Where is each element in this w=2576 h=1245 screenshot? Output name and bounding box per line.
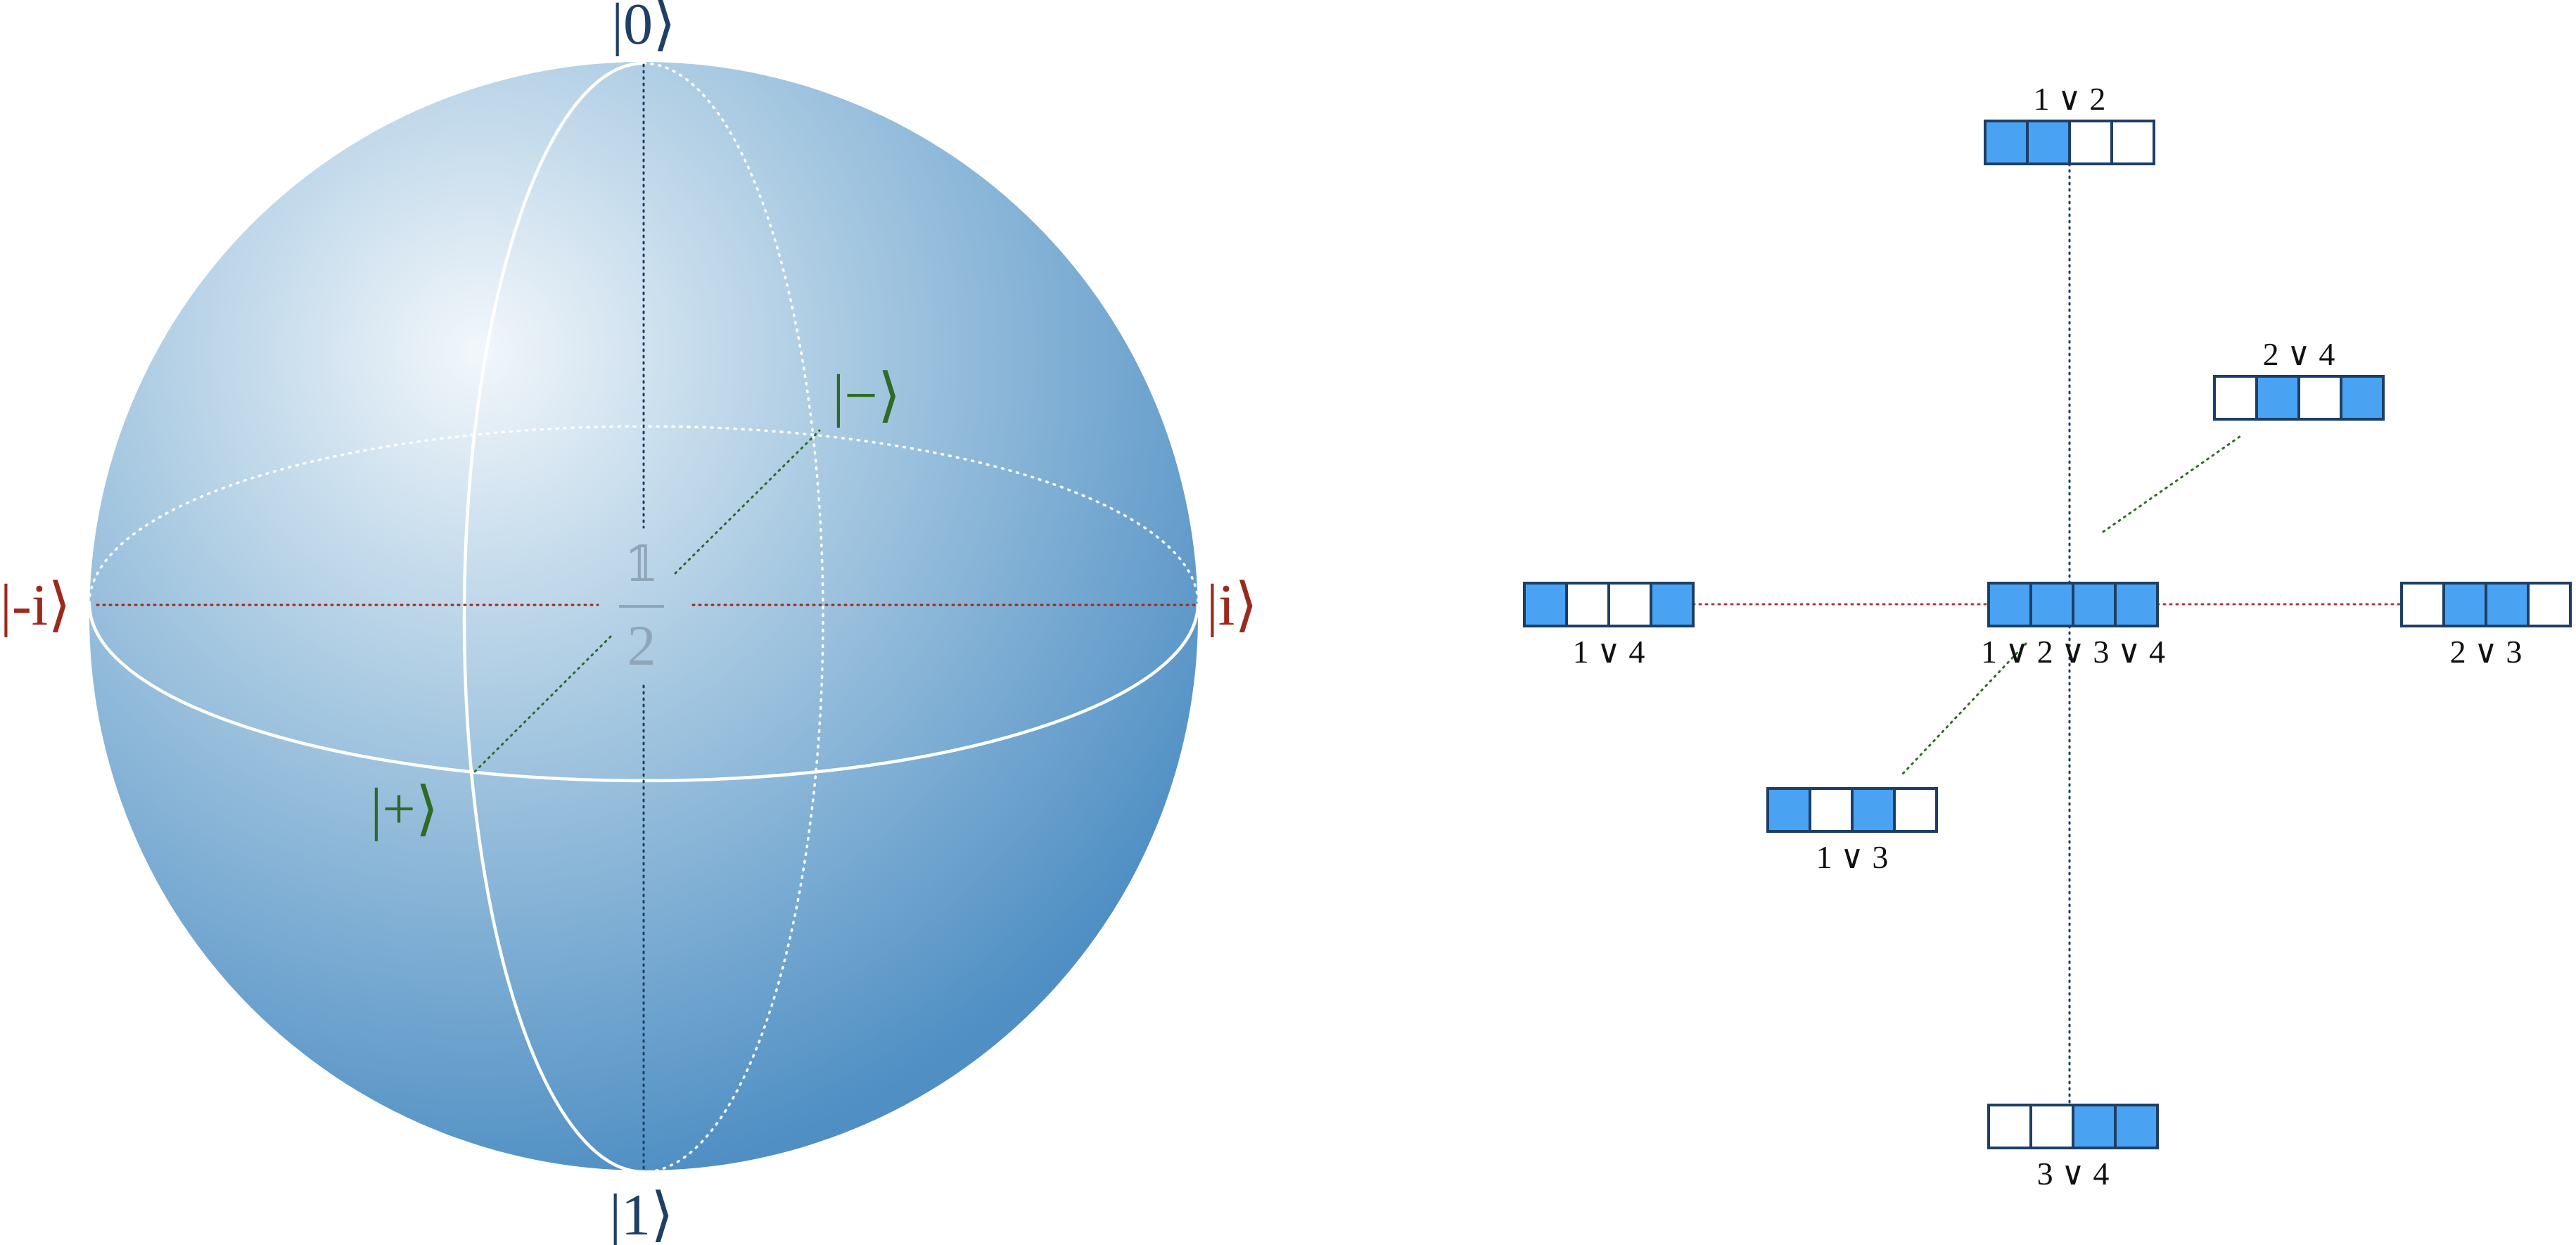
- lattice-node-label: 1 ∨ 2: [2034, 81, 2106, 117]
- meridian-front: [462, 61, 644, 1174]
- lattice-node-left: 1 ∨ 4: [1523, 582, 1695, 670]
- lattice-cell-empty: [2068, 120, 2113, 165]
- center-numerator: 𝟙: [625, 538, 659, 592]
- lattice-cell-filled: [2114, 1104, 2159, 1149]
- lattice-cell-filled: [2072, 1104, 2117, 1149]
- lattice-cell-empty: [1565, 582, 1610, 627]
- center-denominator: 2: [627, 613, 656, 677]
- lattice-cell-empty: [2213, 375, 2258, 421]
- connector-diagonal-front: [1901, 642, 2027, 775]
- lattice-cell-empty: [1607, 582, 1652, 627]
- x-axis-front: [471, 635, 612, 775]
- sphere-body: [89, 62, 1198, 1170]
- lattice-node-bottom: 3 ∨ 4: [1987, 1104, 2159, 1192]
- lattice-cell-filled: [2485, 582, 2530, 627]
- label-ket-1: |1⟩: [609, 1182, 674, 1245]
- subset-lattice: 1 ∨ 2 ∨ 3 ∨ 4 1 ∨ 2 3 ∨ 4 1 ∨ 4 2 ∨ 3 2 ∨ 4 1 …: [1523, 81, 2572, 1192]
- lattice-node-label: 1 ∨ 3: [1816, 839, 1889, 875]
- lattice-cell-filled: [2072, 582, 2117, 627]
- lattice-cell-filled: [2442, 582, 2487, 627]
- center-fraction: 𝟙 2: [619, 538, 664, 677]
- connector-diagonal-back: [2102, 433, 2244, 533]
- lattice-cell-filled: [1523, 582, 1568, 627]
- lattice-node-back: 2 ∨ 4: [2213, 336, 2385, 421]
- lattice-node-front: 1 ∨ 3: [1766, 787, 1938, 875]
- lattice-cell-filled: [2255, 375, 2300, 421]
- lattice-cell-empty: [1893, 787, 1938, 833]
- lattice-node-label: 1 ∨ 2 ∨ 3 ∨ 4: [1981, 634, 2165, 670]
- lattice-cell-empty: [2110, 120, 2155, 165]
- lattice-node-label: 1 ∨ 4: [1573, 634, 1645, 670]
- lattice-cell-empty: [2527, 582, 2572, 627]
- x-axis-back: [674, 429, 821, 575]
- label-ket-minus-i: |-i⟩: [0, 573, 71, 638]
- label-ket-i: |i⟩: [1206, 573, 1258, 638]
- lattice-cell-filled: [2340, 375, 2385, 421]
- lattice-node-center: 1 ∨ 2 ∨ 3 ∨ 4: [1981, 582, 2165, 670]
- lattice-cell-filled: [2029, 582, 2074, 627]
- lattice-cell-filled: [1766, 787, 1811, 833]
- lattice-node-top: 1 ∨ 2: [1984, 81, 2155, 165]
- lattice-cell-empty: [2029, 1104, 2074, 1149]
- lattice-cell-filled: [2114, 582, 2159, 627]
- lattice-cell-filled: [1987, 582, 2032, 627]
- lattice-cell-filled: [1851, 787, 1896, 833]
- lattice-node-right: 2 ∨ 3: [2400, 582, 2572, 670]
- meridian-back: [642, 62, 824, 1173]
- lattice-node-label: 2 ∨ 4: [2263, 336, 2335, 372]
- lattice-node-label: 3 ∨ 4: [2037, 1156, 2110, 1192]
- lattice-cell-empty: [1809, 787, 1854, 833]
- lattice-node-label: 2 ∨ 3: [2450, 634, 2523, 670]
- lattice-cell-empty: [2297, 375, 2342, 421]
- lattice-cell-filled: [2026, 120, 2071, 165]
- label-ket-minus: |−⟩: [833, 363, 901, 428]
- lattice-cell-filled: [1984, 120, 2029, 165]
- lattice-cell-empty: [1987, 1104, 2032, 1149]
- lattice-connectors: [1692, 162, 2403, 1106]
- lattice-cell-empty: [2400, 582, 2445, 627]
- label-ket-plus: |+⟩: [371, 777, 439, 842]
- lattice-cell-filled: [1650, 582, 1695, 627]
- bloch-sphere: 𝟙 2 |0⟩ |1⟩ |-i⟩ |i⟩ |+⟩ |−⟩: [0, 0, 1258, 1245]
- label-ket-0: |0⟩: [611, 0, 676, 57]
- lattice-nodes: 1 ∨ 2 ∨ 3 ∨ 4 1 ∨ 2 3 ∨ 4 1 ∨ 4 2 ∨ 3 2 ∨ 4 1 …: [1523, 81, 2572, 1192]
